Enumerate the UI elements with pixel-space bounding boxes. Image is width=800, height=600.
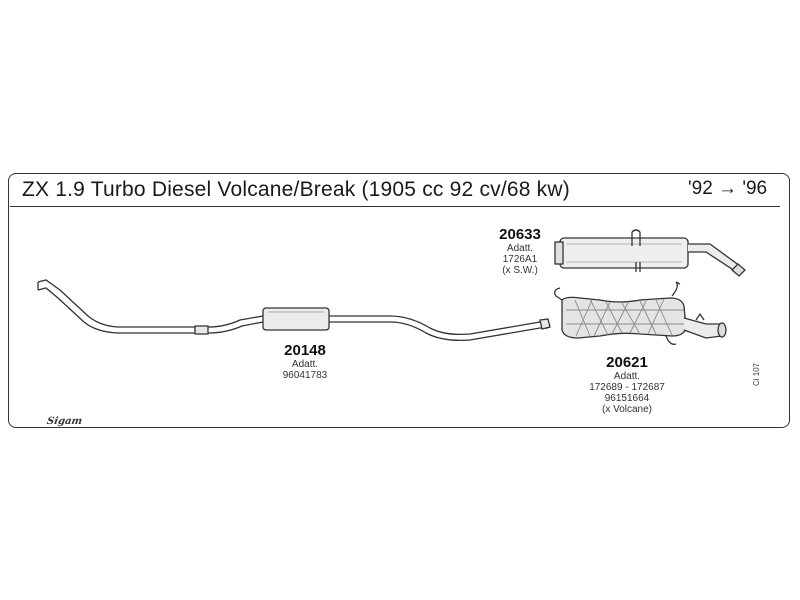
part-line: Adatt. <box>613 371 641 382</box>
title-divider <box>10 206 780 207</box>
part-label-20633: 20633 Adatt. 1726A1 (x S.W.) <box>485 226 555 276</box>
brand-logo: Sigam <box>46 416 84 427</box>
part-line: 96041783 <box>282 370 328 381</box>
part-line: 172689 - 172687 <box>589 382 665 393</box>
part-code: 20633 <box>499 226 541 243</box>
part-line: 96151664 <box>604 393 650 404</box>
part-label-20621: 20621 Adatt. 172689 - 172687 96151664 (x… <box>567 354 687 415</box>
part-line: (x Volcane) <box>601 404 653 415</box>
vehicle-title: ZX 1.9 Turbo Diesel Volcane/Break (1905 … <box>22 178 570 201</box>
rear-section-pipe <box>329 315 551 341</box>
part-code: 20148 <box>284 342 326 359</box>
center-silencer <box>262 307 330 331</box>
part-line: Adatt. <box>291 359 319 370</box>
muffler-20621 <box>554 281 727 345</box>
part-line: 1726A1 <box>502 254 538 265</box>
front-pipe-20148 <box>37 279 264 335</box>
part-line: (x S.W.) <box>502 265 538 276</box>
part-code: 20621 <box>606 354 648 371</box>
muffler-20633 <box>554 229 746 277</box>
part-label-20148: 20148 Adatt. 96041783 <box>270 342 340 381</box>
model-years: '92 → '96 <box>688 178 768 199</box>
catalog-reference: Ci 107 <box>752 362 761 386</box>
part-line: Adatt. <box>506 243 534 254</box>
